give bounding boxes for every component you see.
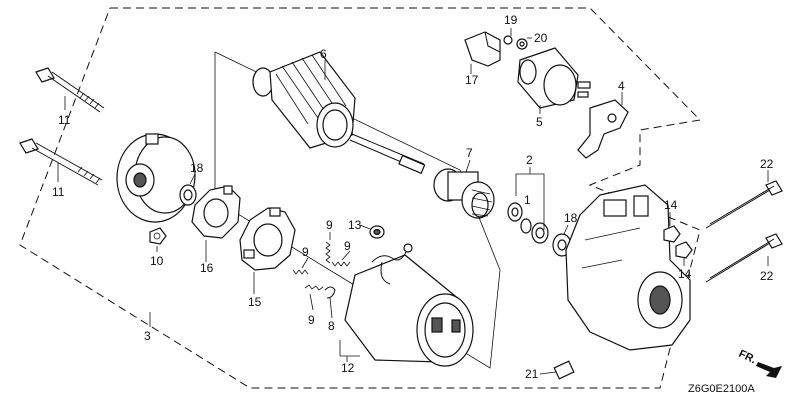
washer-18-left bbox=[179, 184, 197, 206]
assembly-boundary bbox=[19, 7, 702, 389]
stop-ring-1 bbox=[520, 218, 532, 234]
callout-3: 3 bbox=[144, 329, 151, 343]
callout-10: 10 bbox=[150, 254, 164, 268]
callout-17: 17 bbox=[465, 73, 479, 87]
washer-2 bbox=[531, 222, 549, 244]
pinion-clutch-7 bbox=[433, 168, 495, 219]
callout-18-left: 18 bbox=[190, 161, 204, 175]
field-coil-group-boundary bbox=[214, 51, 501, 369]
callout-11-upper: 11 bbox=[58, 113, 71, 127]
leader-lines bbox=[57, 28, 769, 375]
washer-20 bbox=[516, 38, 528, 50]
spring-9-b bbox=[292, 269, 309, 275]
callout-11-lower: 11 bbox=[52, 185, 65, 199]
nut-14-upper bbox=[663, 225, 681, 243]
stud-bolt-22-lower bbox=[705, 233, 783, 283]
spring-9-a bbox=[325, 241, 331, 264]
callout-4: 4 bbox=[618, 79, 625, 93]
grommet-13 bbox=[369, 225, 385, 239]
through-bolt-upper bbox=[35, 67, 105, 113]
bushing-21 bbox=[553, 360, 575, 380]
yoke-12 bbox=[344, 243, 474, 367]
front-direction-indicator: FR. bbox=[737, 348, 782, 378]
nut-10 bbox=[149, 227, 167, 245]
brush-plate-16 bbox=[191, 185, 241, 239]
callout-21: 21 bbox=[525, 367, 539, 381]
rear-cover bbox=[116, 133, 196, 223]
front-arrow-icon bbox=[756, 362, 782, 378]
solenoid-5 bbox=[517, 47, 591, 109]
clip-8 bbox=[324, 286, 336, 299]
callout-9-d: 9 bbox=[308, 313, 315, 327]
callout-9-c: 9 bbox=[344, 239, 351, 253]
callout-14-lower: 14 bbox=[678, 267, 692, 281]
nut-14-lower bbox=[675, 241, 693, 259]
callout-8: 8 bbox=[328, 319, 335, 333]
callout-12: 12 bbox=[341, 361, 355, 375]
callout-13: 13 bbox=[348, 218, 362, 232]
spring-9-c bbox=[331, 261, 351, 267]
solenoid-cover-17 bbox=[464, 31, 501, 67]
through-bolt-lower bbox=[19, 138, 103, 186]
callout-22-lower: 22 bbox=[760, 269, 774, 283]
callout-16: 16 bbox=[200, 261, 214, 275]
collar-2 bbox=[507, 202, 523, 222]
callout-7: 7 bbox=[466, 146, 473, 160]
callout-14-upper: 14 bbox=[664, 198, 678, 212]
callout-22-upper: 22 bbox=[760, 157, 774, 171]
callout-1: 1 bbox=[524, 193, 531, 207]
stud-bolt-22-upper bbox=[705, 180, 783, 229]
armature-6 bbox=[252, 51, 426, 175]
diagram-code: Z6G0E2100A bbox=[688, 383, 755, 395]
callout-15: 15 bbox=[248, 295, 262, 309]
callout-18-right: 18 bbox=[564, 211, 578, 225]
shift-lever-4 bbox=[577, 99, 629, 159]
callout-2: 2 bbox=[526, 153, 533, 167]
callout-9-a: 9 bbox=[326, 218, 333, 232]
callout-20: 20 bbox=[534, 31, 548, 45]
front-housing bbox=[565, 184, 691, 351]
front-direction-label: FR. bbox=[737, 348, 758, 366]
spring-9-d bbox=[304, 284, 324, 291]
callout-19: 19 bbox=[504, 13, 518, 27]
callout-9-b: 9 bbox=[302, 245, 309, 259]
callout-5: 5 bbox=[536, 115, 543, 129]
screw-19 bbox=[503, 35, 513, 45]
brush-holder-15 bbox=[239, 207, 296, 271]
callout-6: 6 bbox=[320, 47, 327, 61]
